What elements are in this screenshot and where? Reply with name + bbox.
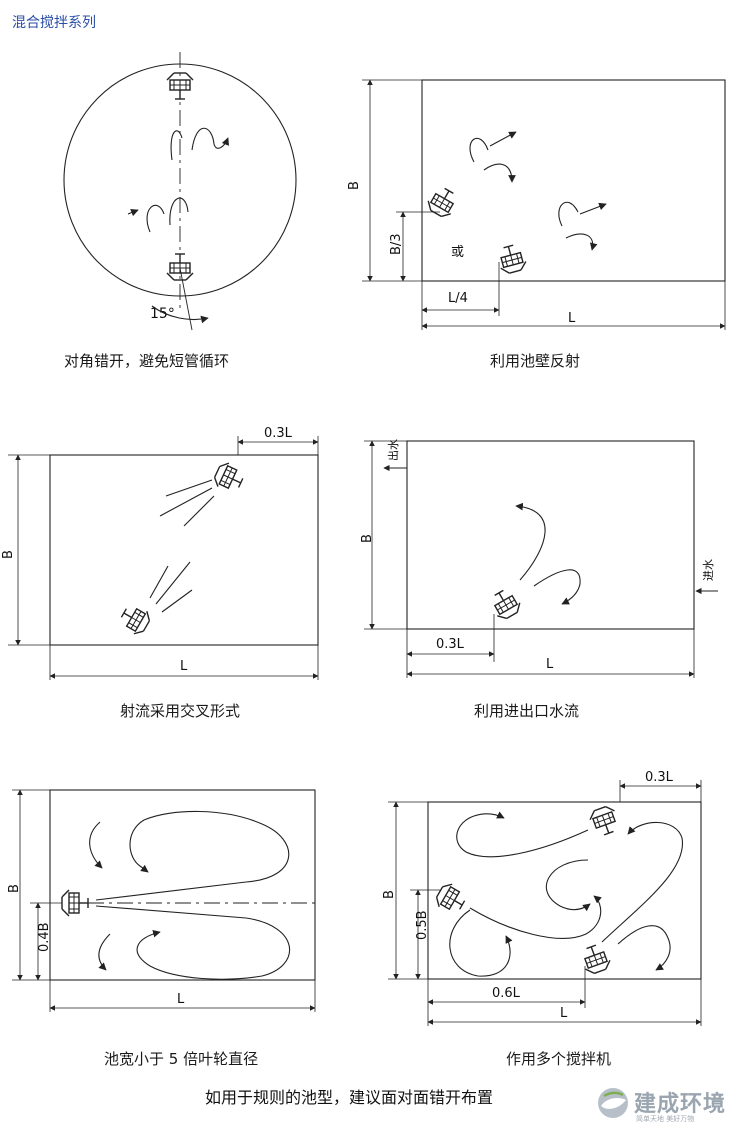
- flow-arrow-icon: [558, 201, 579, 227]
- dim-label-b: B: [1, 550, 16, 559]
- dim-label-03l: 0.3L: [436, 637, 465, 652]
- dim-label-04b: 0.4B: [37, 922, 52, 952]
- panel-crossing-jets: [8, 436, 319, 680]
- caption-wall-reflection: 利用池壁反射: [490, 352, 581, 370]
- dim-label-l: L: [180, 659, 188, 674]
- flow-arrow-icon: [129, 810, 290, 883]
- mixer-icon: [432, 880, 470, 917]
- or-label: 或: [451, 245, 464, 260]
- inlet-label: 进水: [702, 559, 715, 581]
- mixer-icon: [61, 889, 89, 917]
- flow-arrow-icon: [515, 502, 546, 581]
- panel-round-tank: [63, 52, 297, 331]
- panel-narrow-tank: [12, 789, 318, 1012]
- logo-slogan: 简单天地 美好万物: [636, 1115, 695, 1123]
- dim-label-l: L: [560, 1006, 568, 1021]
- mixer-icon: [166, 72, 194, 100]
- flow-arrow-icon: [136, 917, 290, 980]
- flow-arrow-icon: [533, 569, 581, 605]
- dim-label-b: B: [347, 181, 362, 190]
- dim-label-03l: 0.3L: [264, 426, 293, 441]
- flow-arrow-icon: [170, 130, 183, 161]
- panel-inlet-outlet: [364, 440, 718, 678]
- logo-name: 建成环境: [634, 1092, 727, 1117]
- flow-arrow-icon: [169, 197, 189, 226]
- flow-arrow-icon: [456, 811, 589, 858]
- caption-narrow-tank: 池宽小于 5 倍叶轮直径: [104, 1050, 259, 1068]
- mixer-icon: [586, 803, 622, 839]
- mixer-icon: [116, 601, 154, 638]
- footer-note: 如用于规则的池型，建议面对面错开布置: [205, 1088, 494, 1107]
- dim-label-l: L: [568, 311, 576, 326]
- flow-arrow-icon: [146, 204, 165, 233]
- flow-arrow-icon: [469, 895, 602, 939]
- tank-outline-rect: [406, 440, 695, 630]
- series-title: 混合搅拌系列: [12, 15, 96, 31]
- caption-multiple-mixers: 作用多个搅拌机: [506, 1050, 612, 1068]
- mixer-icon: [487, 585, 524, 623]
- dim-label-06l: 0.6L: [492, 986, 521, 1001]
- company-logo: 建成环境 简单天地 美好万物: [596, 1084, 740, 1128]
- caption-inlet-outlet: 利用进出口水流: [474, 702, 580, 720]
- panel-wall-reflection: [362, 79, 726, 330]
- dim-label-b: B: [382, 890, 397, 899]
- dim-label-l4: L/4: [448, 291, 468, 306]
- flow-arrow-icon: [469, 137, 489, 163]
- panel-multiple-mixers: [388, 780, 702, 1026]
- dim-label-b: B: [7, 884, 22, 893]
- dim-label-l: L: [177, 992, 185, 1007]
- dim-label-b3: B/3: [389, 233, 404, 255]
- dim-label-03l: 0.3L: [645, 770, 674, 785]
- angle-arc: [151, 305, 209, 324]
- caption-crossing-jets: 射流采用交叉形式: [120, 702, 241, 720]
- tank-outline-rect: [421, 79, 726, 282]
- caption-round-tank: 对角错开，避免短管循环: [64, 352, 230, 370]
- globe-icon: [598, 1088, 628, 1118]
- mixer-icon: [210, 459, 247, 496]
- angle-label: 15°: [150, 306, 175, 322]
- flow-arrow-icon: [191, 127, 229, 151]
- tank-outline-rect: [427, 801, 702, 980]
- outlet-label: 出水: [386, 439, 400, 461]
- mixer-icon: [578, 941, 614, 977]
- mixer-icon: [495, 242, 529, 276]
- dim-label-l: L: [546, 657, 554, 672]
- tank-outline-rect: [49, 454, 319, 646]
- dim-label-05b: 0.5B: [415, 910, 430, 940]
- dim-label-b: B: [360, 534, 375, 543]
- mixer-icon: [424, 183, 461, 221]
- tank-outline-rect: [49, 789, 316, 981]
